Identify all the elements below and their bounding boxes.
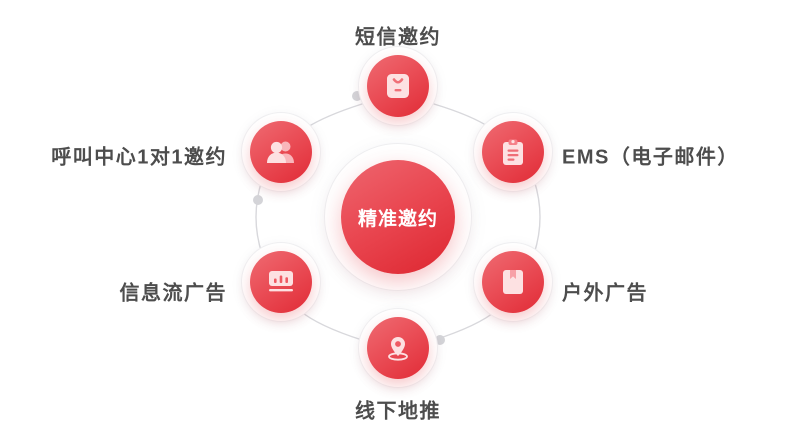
node-bubble (250, 251, 312, 313)
message-icon (386, 73, 410, 99)
location-icon (384, 334, 412, 362)
label-ems: EMS（电子邮件） (562, 146, 739, 169)
node-bubble (482, 251, 544, 313)
center-node[interactable]: 精准邀约 (324, 143, 472, 291)
label-sms: 短信邀约 (355, 26, 441, 49)
connector-dot-6 (253, 195, 263, 205)
connector-arc-feed-call (255, 179, 263, 255)
node-bubble (482, 121, 544, 183)
node-bubble (250, 121, 312, 183)
node-bubble (367, 317, 429, 379)
center-label: 精准邀约 (357, 208, 438, 230)
connector-arc-offline-feed (298, 309, 363, 341)
node-feed-ad[interactable] (241, 242, 321, 322)
connector-arc-ems-outdoor (533, 179, 541, 255)
node-sms[interactable] (358, 46, 438, 126)
node-call-center[interactable] (241, 112, 321, 192)
connector-arc-outdoor-offline (433, 309, 498, 341)
label-call-center: 呼叫中心1对1邀约 (51, 146, 227, 169)
label-offline: 线下地推 (355, 400, 441, 423)
users-icon (266, 140, 296, 164)
node-ems[interactable] (473, 112, 553, 192)
chart-icon (267, 270, 295, 294)
center-bubble: 精准邀约 (341, 160, 455, 274)
bookmark-icon (502, 269, 524, 295)
node-offline[interactable] (358, 308, 438, 388)
clipboard-icon (502, 139, 524, 166)
node-bubble (367, 55, 429, 117)
label-feed-ad: 信息流广告 (119, 282, 227, 305)
label-outdoor: 户外广告 (562, 282, 648, 305)
node-outdoor[interactable] (473, 242, 553, 322)
